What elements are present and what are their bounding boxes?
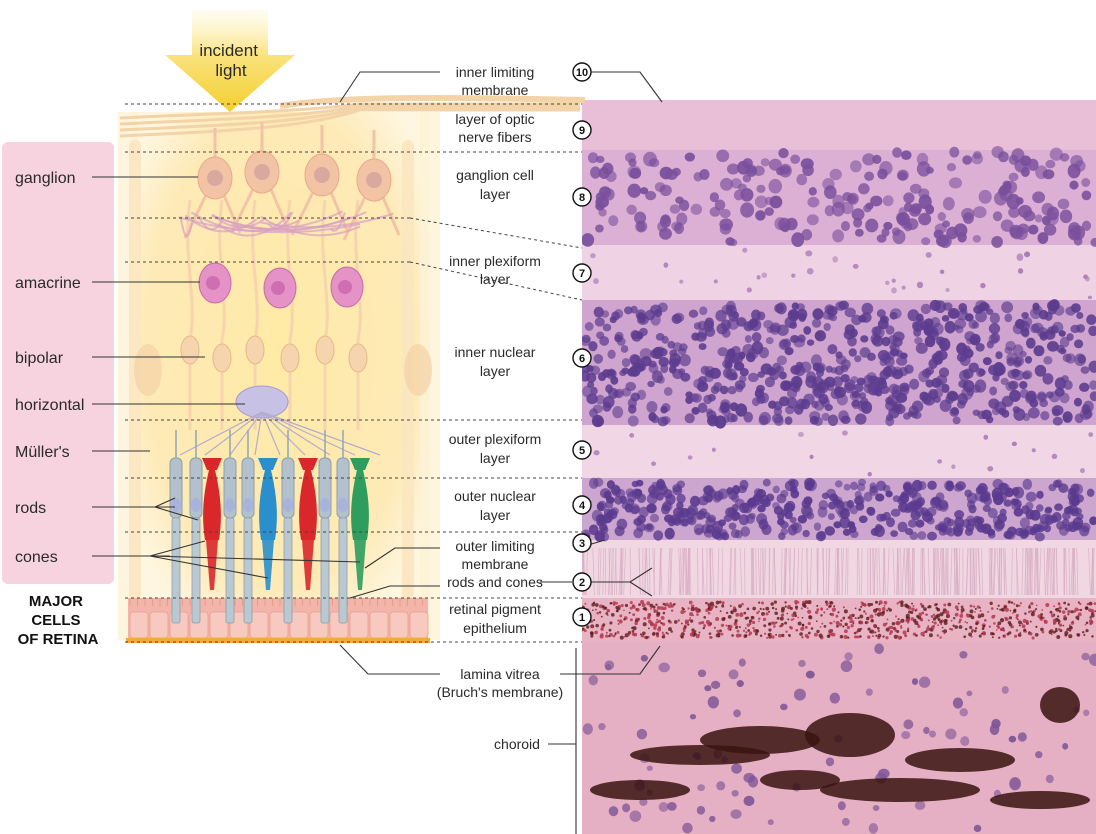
layer-2: rods and cones 2 [447,572,592,592]
cone-cells [202,458,370,590]
layer-number-5: 5 [579,445,585,457]
layer-number-circle-6 [572,348,592,368]
layer-number-circle-7 [572,263,592,283]
cell-labels: ganglion amacrine bipolar horizontalMüller'… [15,170,84,566]
histo-inner-nuclear-nuclei [582,299,1096,429]
ganglion-cells [183,122,401,241]
label-choroid: choroid [494,736,540,752]
figure-title: MAJOR CELLS OF RETINA [18,593,99,648]
label-lamina-vitrea: lamina vitrea(Bruch's membrane) [437,666,563,700]
layer-number-circle-10 [572,62,592,82]
layer-number-circle-4 [572,495,592,515]
cell-label-bipolar: bipolar [15,350,64,367]
cell-label-rods: rods [15,500,46,517]
layer-number-10: 10 [576,67,588,79]
histo-ganglion-nuclei [582,146,1096,249]
layer-number-2: 2 [579,577,585,589]
layer-number-circle-9 [572,120,592,140]
layer-number-1: 1 [579,612,585,624]
incident-light-label: incident light [199,41,262,80]
layer-number-8: 8 [579,192,585,204]
optic-nerve-fibers [119,95,586,138]
incident-light-arrow [165,10,295,112]
layer-number-circle-3 [572,533,592,553]
layer-number-3: 3 [579,538,585,550]
dash-inner-plexiform-top [409,217,583,249]
cell-label-ganglion: ganglion [15,170,76,187]
leader-lines [92,71,663,834]
histo-nerve-fiber-band [582,100,1096,150]
layer-number-circle-5 [572,440,592,460]
layer-number-circle-8 [572,187,592,207]
cell-label-cones: cones [15,549,58,566]
histo-choroid-pigment [590,687,1090,809]
cell-label-muller: Müller's [15,444,70,461]
histo-outer-plexiform-band [582,425,1096,478]
layer-number-7: 7 [579,268,585,280]
histo-plexiform-specks [590,247,1093,300]
cell-label-amacrine: amacrine [15,275,81,292]
dash-inner-plexiform-bottom [409,261,583,301]
layer-number-circle-2 [572,572,592,592]
histo-inner-plexiform-band [582,245,1096,300]
layer-label-2: rods and cones [447,574,543,590]
histo-outer-nuclear-nuclei [582,477,1096,542]
histo-pigment-granules [582,600,1096,640]
layer-number-4: 4 [579,500,586,512]
layer-boundary-lines [125,103,583,643]
cell-label-horizontal: horizontal [15,397,84,414]
layer-number-6: 6 [579,353,585,365]
cell-label-panel [2,142,114,584]
horizontal-cell [179,385,381,456]
plexiform-dendrites [178,210,394,237]
histo-outer-plexiform-specks [593,430,1094,477]
retina-cell-illustration [119,95,586,643]
rod-cells [169,430,350,624]
layer-number-circle-1 [572,607,592,627]
layer-number-9: 9 [579,125,585,137]
histology-micrograph [582,100,1096,834]
amacrine-cells [198,262,364,309]
